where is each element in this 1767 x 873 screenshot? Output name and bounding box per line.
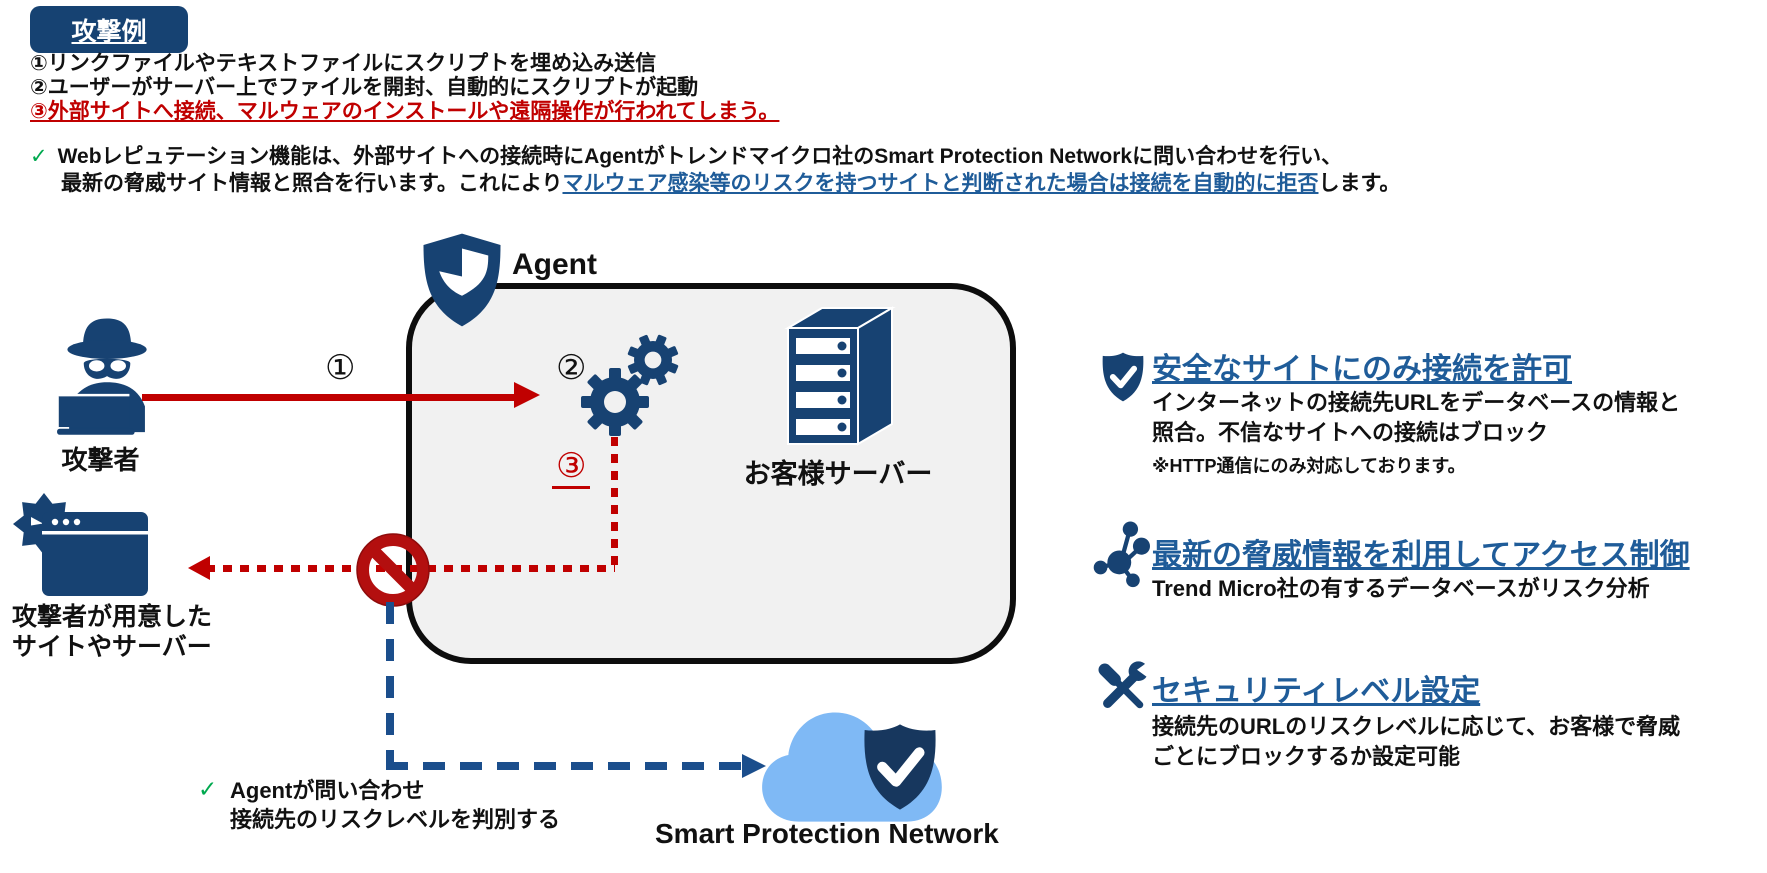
agent-label: Agent <box>512 248 597 281</box>
query-arrow-head <box>742 754 766 778</box>
script-gears-icon <box>581 334 679 436</box>
step-1-badge: ① <box>325 349 356 387</box>
spn-label: Smart Protection Network <box>655 818 999 849</box>
malicious-site-icon <box>13 493 148 596</box>
summary-line-1: ✓Webレピュテーション機能は、外部サイトへの接続時にAgentがトレンドマイク… <box>30 145 1343 168</box>
attack-step-3: ③外部サイトへ接続、マルウェアのインストールや遠隔操作が行われてしまう。 <box>30 100 780 123</box>
attack-step-2: ②ユーザーがサーバー上でファイルを開封、自動的にスクリプトが起動 <box>30 76 699 99</box>
feature-1-body: インターネットの接続先URLをデータベースの情報と 照合。不信なサイトへの接続は… <box>1152 390 1681 445</box>
query-path-horizontal <box>386 762 744 770</box>
attack-arrow-line <box>142 394 520 401</box>
attack-example-title-box: 攻撃例 <box>30 6 188 53</box>
feature-3-body: 接続先のURLのリスクレベルに応じて、お客様で脅威 ごとにブロックするか設定可能 <box>1152 714 1681 769</box>
feature-2-title: 最新の脅威情報を利用してアクセス制御 <box>1152 539 1690 572</box>
summary-line-2: 最新の脅威サイト情報と照合を行います。これによりマルウェア感染等のリスクを持つサ… <box>61 172 1401 195</box>
block-sign-icon <box>356 533 430 607</box>
server-label: お客様サーバー <box>743 459 933 489</box>
attack-step-1: ①リンクファイルやテキストファイルにスクリプトを埋め込み送信 <box>30 52 657 75</box>
network-icon <box>1093 521 1150 588</box>
feature-summary: ✓Webレピュテーション機能は、外部サイトへの接続時にAgentがトレンドマイク… <box>30 143 1400 197</box>
tools-icon <box>1098 659 1151 709</box>
blocked-path-vertical <box>611 437 618 568</box>
query-path-vertical <box>386 602 394 768</box>
shield-check-icon <box>1102 352 1144 402</box>
attack-steps: ①リンクファイルやテキストファイルにスクリプトを埋め込み送信 ②ユーザーがサーバ… <box>30 52 779 124</box>
customer-server-icon <box>784 306 896 446</box>
agent-shield-icon <box>423 233 501 327</box>
feature-1-note: ※HTTP通信にのみ対応しております。 <box>1152 456 1466 476</box>
feature-2-body: Trend Micro社の有するデータベースがリスク分析 <box>1152 576 1650 601</box>
check-icon: ✓ <box>30 145 48 168</box>
attack-example-title: 攻撃例 <box>71 17 147 46</box>
agent-protection-box <box>406 283 1016 664</box>
step-2-badge: ② <box>556 349 587 387</box>
blocked-path-horizontal <box>206 565 615 572</box>
feature-3-title: セキュリティレベル設定 <box>1152 675 1481 708</box>
blocked-path-arrow-head <box>188 556 210 580</box>
query-check-icon: ✓ <box>198 776 218 802</box>
summary-highlight: マルウェア感染等のリスクを持つサイトと判断された場合は接続を自動的に拒否 <box>562 172 1319 195</box>
query-note: Agentが問い合わせ 接続先のリスクレベルを判別する <box>230 778 561 832</box>
cloud-shield-check-icon <box>864 724 936 810</box>
attacker-icon <box>57 318 147 435</box>
feature-1-title: 安全なサイトにのみ接続を許可 <box>1152 353 1572 386</box>
attacker-label: 攻撃者 <box>61 445 140 475</box>
malicious-site-label: 攻撃者が用意した サイトやサーバー <box>12 603 213 661</box>
attack-arrow-head <box>514 382 540 408</box>
step-3-badge-wrap: ③ <box>552 446 591 489</box>
step-3-badge: ③ <box>552 447 591 489</box>
